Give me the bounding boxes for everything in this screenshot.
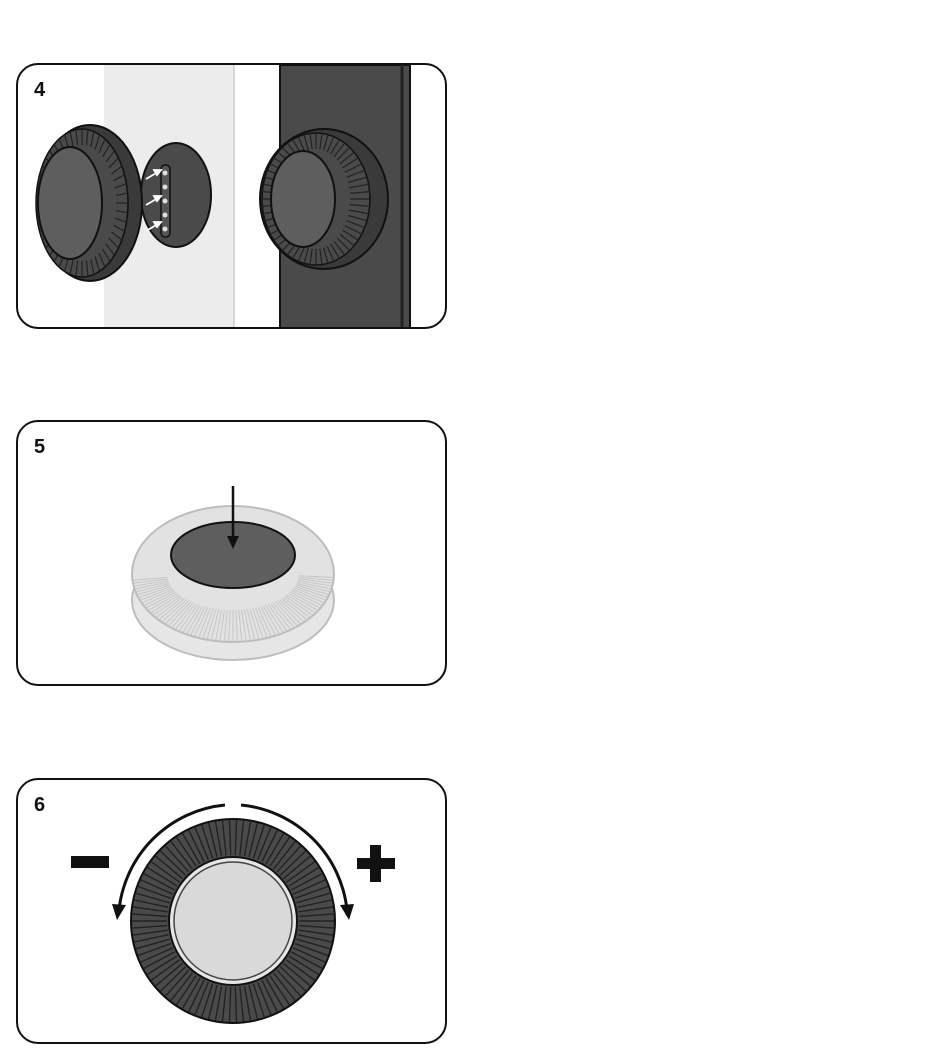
knob-mount-on-door-icon [18,65,447,329]
knob-left-icon [36,125,142,281]
step-6-panel: 6 [16,778,447,1044]
press-knob-center-icon [18,422,447,686]
step-5-panel: 5 [16,420,447,686]
step-4-panel: 4 [16,63,447,329]
rotate-knob-adjust-icon [18,780,447,1044]
knob-right-icon [260,129,388,269]
mounting-plate [141,143,211,247]
plus-icon [357,845,395,882]
minus-icon [71,856,109,868]
step-number: 6 [34,794,45,817]
step-number: 5 [34,436,45,459]
step-number: 4 [34,79,45,102]
